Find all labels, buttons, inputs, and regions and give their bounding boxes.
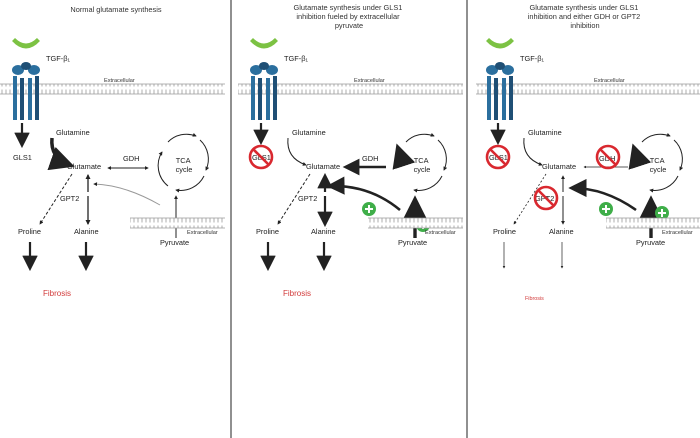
gdh-label: GDH [362, 154, 378, 163]
tca-cycle-icon [392, 132, 448, 193]
tgf-beta-label: TGF-β₁ [520, 54, 544, 63]
fibrosis-label: Fibrosis [43, 289, 71, 298]
tca-cycle-icon [157, 132, 210, 193]
tgf-beta-label: TGF-β₁ [284, 54, 308, 63]
gls1-label: GLS1 [13, 153, 32, 162]
alanine-label: Alanine [549, 227, 574, 236]
tgf-beta-label: TGF-β₁ [46, 54, 70, 63]
stimulation-plus-icon [362, 202, 376, 216]
proline-label: Proline [18, 227, 41, 236]
proline-label: Proline [493, 227, 516, 236]
cell-membrane [130, 218, 225, 228]
panel-normal: Normal glutamate synthesis Extracellular… [0, 5, 225, 298]
pyruvate-label: Pyruvate [636, 238, 665, 247]
panel-title: Glutamate synthesis under GLS1 inhibitio… [294, 3, 405, 30]
extracellular-label: Extracellular [425, 230, 456, 236]
extracellular-label: Extracellular [104, 78, 135, 84]
cell-membrane [476, 84, 700, 94]
glutamate-label: Glutamate [542, 162, 576, 171]
gdh-label: GDH [123, 154, 139, 163]
fibrosis-label: Fibrosis [283, 289, 311, 298]
alanine-label: Alanine [74, 227, 99, 236]
gpt2-inhibition-icon [533, 185, 559, 211]
cell-membrane [368, 218, 463, 228]
cell-membrane [238, 84, 463, 94]
panel-gls1-inhibition: Glutamate synthesis under GLS1 inhibitio… [238, 3, 463, 298]
gls1-inhibition-icon [485, 144, 511, 170]
panel-dual-inhibition: Glutamate synthesis under GLS1 inhibitio… [476, 3, 700, 302]
glutamine-label: Glutamine [528, 128, 562, 137]
extracellular-label: Extracellular [187, 230, 218, 236]
glutamate-label: Glutamate [67, 162, 101, 171]
tgf-beta-receptor-icon [486, 38, 514, 120]
tca-label: TCA cycle [414, 156, 431, 174]
fibrosis-label: Fibrosis [525, 296, 544, 302]
tca-label: TCA cycle [176, 156, 193, 174]
pyruvate-label: Pyruvate [160, 238, 189, 247]
tgf-beta-receptor-icon [250, 38, 278, 120]
tca-cycle-icon [628, 132, 684, 193]
gdh-label: GDH [599, 154, 615, 163]
stimulation-plus-icon [599, 202, 613, 216]
cell-membrane [606, 218, 700, 228]
tgf-beta-receptor-icon [12, 38, 40, 120]
gdh-inhibition-icon [595, 144, 621, 170]
alanine-label: Alanine [311, 227, 336, 236]
tca-label: TCA cycle [650, 156, 667, 174]
gls1-inhibition-icon [248, 144, 274, 170]
panel-title: Normal glutamate synthesis [70, 5, 161, 14]
pyruvate-label: Pyruvate [398, 238, 427, 247]
gpt2-label: GPT2 [60, 194, 79, 203]
glutamine-label: Glutamine [56, 128, 90, 137]
proline-label: Proline [256, 227, 279, 236]
gpt2-label: GPT2 [298, 194, 317, 203]
cell-membrane [0, 84, 225, 94]
glutamate-label: Glutamate [306, 162, 340, 171]
extracellular-label: Extracellular [354, 78, 385, 84]
stimulation-plus-icon [655, 206, 669, 220]
extracellular-label: Extracellular [594, 78, 625, 84]
extracellular-label: Extracellular [662, 230, 693, 236]
gpt2-label: GPT2 [535, 194, 554, 203]
glutamine-label: Glutamine [292, 128, 326, 137]
panel-title: Glutamate synthesis under GLS1 inhibitio… [528, 3, 643, 30]
